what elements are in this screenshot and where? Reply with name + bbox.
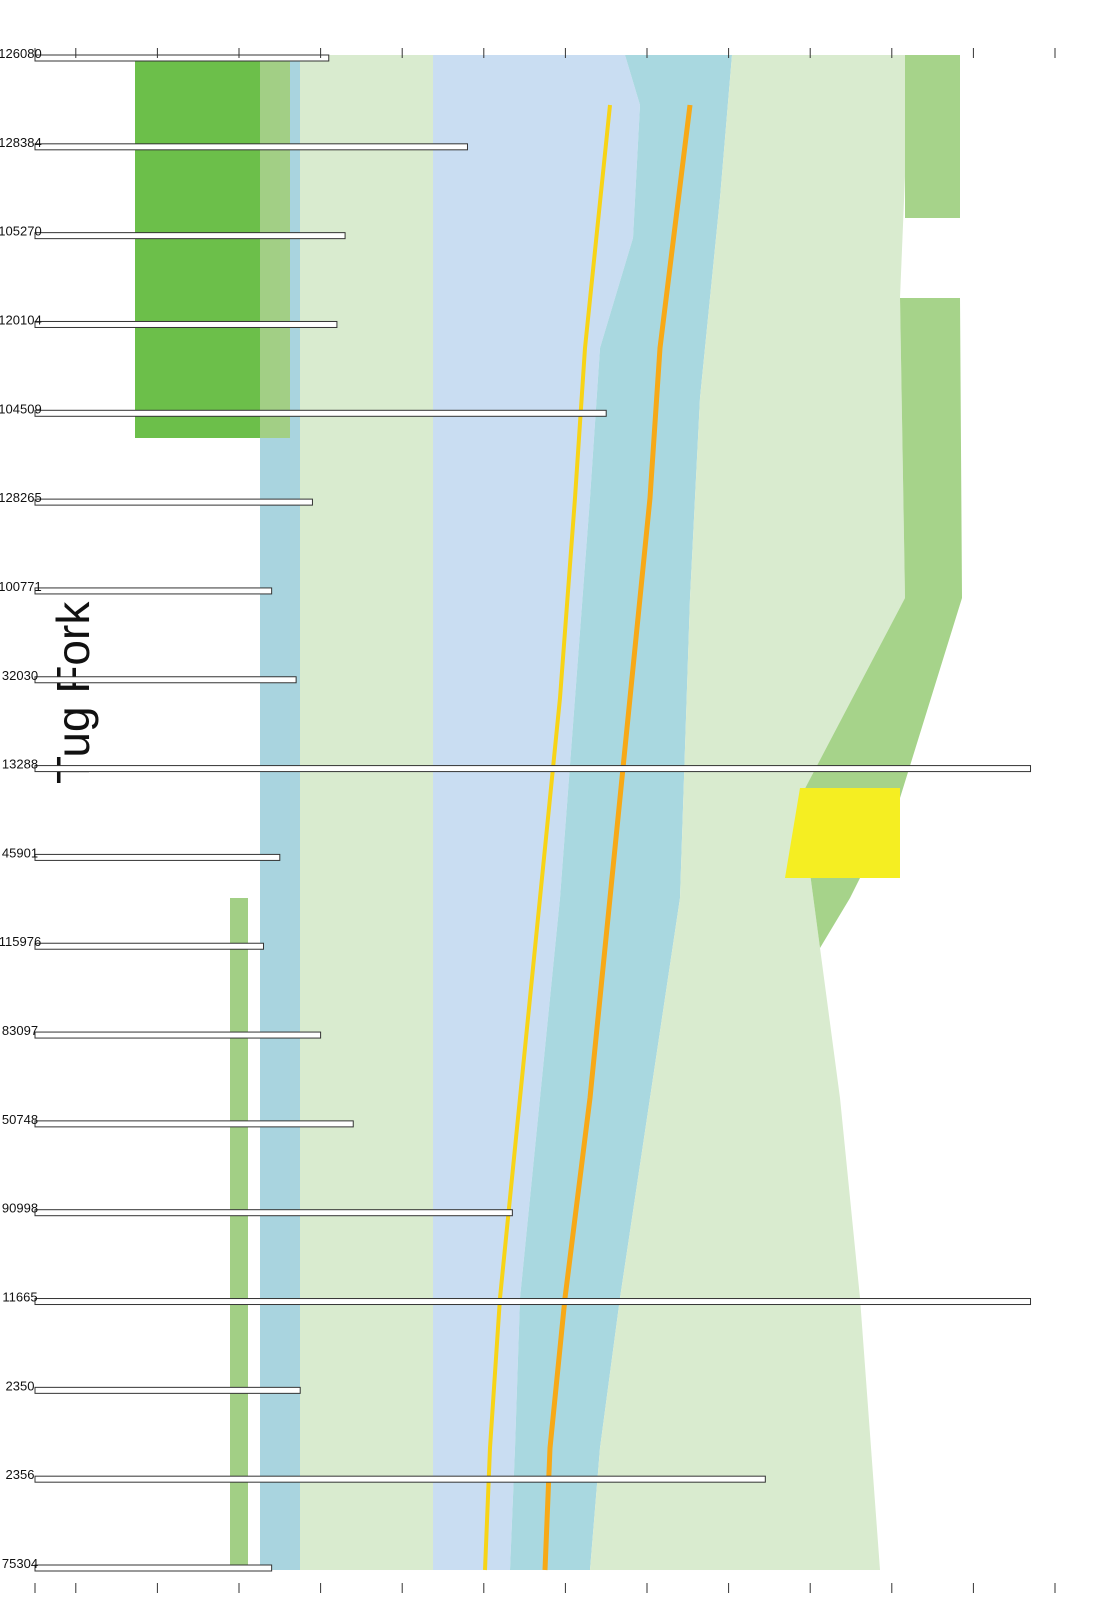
conasauga-unit <box>590 55 910 1570</box>
well-32030: 32030 <box>2 668 297 684</box>
st-peter-marker <box>483 104 612 1571</box>
ohio-shale-green <box>135 55 260 438</box>
well-128384: 128384 <box>0 135 468 151</box>
well-id-label: 120104 <box>0 312 42 327</box>
axes-layer <box>34 48 1056 1593</box>
well-id-label: 75304 <box>2 1556 38 1571</box>
well-id-label: 128384 <box>0 135 42 150</box>
well-id-label: 11665 <box>2 1290 37 1305</box>
well-id-label: 126080 <box>0 46 42 61</box>
trenton-unit <box>433 55 640 1570</box>
well-bore <box>34 676 297 684</box>
well-83097: 83097 <box>2 1023 322 1039</box>
well-id-label: 32030 <box>2 668 38 683</box>
well-id-label: 83097 <box>2 1023 38 1038</box>
well-126080: 126080 <box>0 46 330 62</box>
well-bore <box>34 853 281 861</box>
well-bore <box>34 498 313 506</box>
rome-ss-unit <box>785 788 900 878</box>
well-2350: 2350 <box>6 1378 301 1394</box>
well-id-label: 13288 <box>2 757 38 772</box>
sish-unit <box>260 55 290 438</box>
well-bore <box>34 1298 1032 1306</box>
well-bore <box>34 54 330 62</box>
rome-fm-unit <box>800 298 962 948</box>
well-45901: 45901 <box>2 845 281 861</box>
well-bore <box>34 587 273 595</box>
well-id-label: 45901 <box>2 845 38 860</box>
well-bore <box>34 143 468 151</box>
well-id-label: 105270 <box>0 224 42 239</box>
well-bore <box>34 1120 354 1128</box>
well-bore <box>34 1209 513 1217</box>
well-115976: 115976 <box>0 934 264 950</box>
well-id-label: 115976 <box>0 934 41 949</box>
sandstone-markers <box>483 104 693 1571</box>
well-90998: 90998 <box>2 1201 513 1217</box>
well-id-label: 50748 <box>2 1112 38 1127</box>
well-id-label: 2350 <box>6 1378 35 1393</box>
well-id-label: 90998 <box>2 1201 38 1216</box>
well-bore <box>34 1386 301 1394</box>
well-50748: 50748 <box>2 1112 354 1128</box>
well-bore <box>34 765 1032 773</box>
well-bore <box>34 1031 322 1039</box>
well-bore <box>34 942 264 950</box>
well-75304: 75304 <box>2 1556 273 1572</box>
clinton-band <box>230 898 248 1570</box>
well-105270: 105270 <box>0 224 346 240</box>
well-id-label: 2356 <box>6 1467 35 1482</box>
wells-layer: 75304 2356 2350 11665 90998 50748 83097 115976 4… <box>0 46 1032 1572</box>
well-bore <box>34 232 346 240</box>
well-11665: 11665 <box>2 1290 1032 1306</box>
rome-fm-south-block <box>905 55 960 218</box>
well-2356: 2356 <box>6 1467 766 1483</box>
well-104509: 104509 <box>0 401 607 417</box>
well-id-label: 128265 <box>0 490 42 505</box>
well-bore <box>34 1564 273 1572</box>
section-frame: 75304 2356 2350 11665 90998 50748 83097 115976 4… <box>0 46 1056 1593</box>
well-id-label: 104509 <box>0 401 42 416</box>
well-128265: 128265 <box>0 490 313 506</box>
well-bore <box>34 320 338 328</box>
well-100771: 100771 <box>0 579 273 595</box>
well-bore <box>34 409 607 417</box>
uosh-unit <box>300 55 433 1570</box>
well-120104: 120104 <box>0 312 338 328</box>
well-id-label: 100771 <box>0 579 42 594</box>
well-13288: 13288 <box>2 757 1032 773</box>
rose-run-marker <box>542 104 693 1571</box>
well-bore <box>34 1475 766 1483</box>
